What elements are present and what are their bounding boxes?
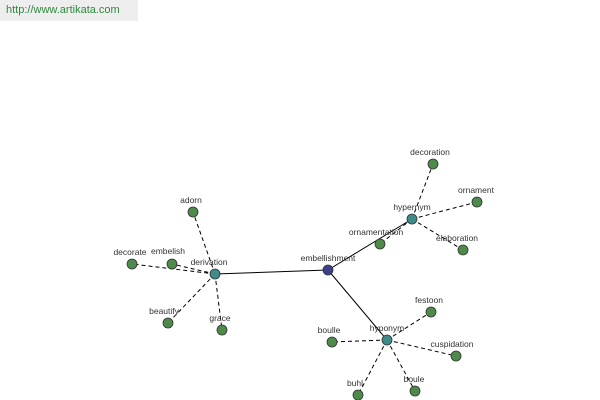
leaf-label-embelish[interactable]: embelish <box>151 246 185 256</box>
leaf-label-boulle[interactable]: boulle <box>318 325 341 335</box>
leaf-node-festoon[interactable] <box>425 306 437 318</box>
leaf-label-festoon[interactable]: festoon <box>415 295 443 305</box>
hub-label-derivation[interactable]: derivation <box>191 257 228 267</box>
hub-node-derivation[interactable] <box>209 268 221 280</box>
edge-hypernym-elaboration <box>411 218 464 251</box>
leaf-node-cuspidation[interactable] <box>450 350 462 362</box>
hub-node-hypernym[interactable] <box>406 213 418 225</box>
leaf-node-boulle[interactable] <box>326 336 338 348</box>
edge-hyponym-buhl <box>357 339 388 396</box>
leaf-label-beautify[interactable]: beautify <box>149 306 180 316</box>
leaf-label-decorate[interactable]: decorate <box>113 247 146 257</box>
leaf-node-embelish[interactable] <box>166 258 178 270</box>
edge-embellishment-hypernym <box>327 218 413 271</box>
hub-node-hyponym[interactable] <box>381 334 393 346</box>
leaf-node-buhl[interactable] <box>352 389 364 400</box>
leaf-label-buhl[interactable]: buhl <box>347 378 363 388</box>
leaf-node-ornamentation[interactable] <box>374 238 386 250</box>
edge-hyponym-cuspidation <box>386 339 457 357</box>
edge-embellishment-derivation <box>214 269 329 275</box>
leaf-label-ornamentation[interactable]: ornamentation <box>349 227 404 237</box>
leaf-label-grace[interactable]: grace <box>209 313 231 323</box>
site-url-banner[interactable]: http://www.artikata.com <box>0 0 138 21</box>
graph-nodes <box>126 158 483 400</box>
leaf-node-grace[interactable] <box>216 324 228 336</box>
leaf-label-elaboration[interactable]: elaboration <box>436 233 478 243</box>
leaf-node-decoration[interactable] <box>427 158 439 170</box>
leaf-node-elaboration[interactable] <box>457 244 469 256</box>
leaf-label-ornament[interactable]: ornament <box>458 185 495 195</box>
edge-hyponym-boule <box>386 339 416 392</box>
hub-label-hypernym[interactable]: hypernym <box>393 202 430 212</box>
graph-edges <box>131 163 478 396</box>
leaf-node-adorn[interactable] <box>187 206 199 218</box>
edge-derivation-adorn <box>192 211 216 275</box>
leaf-label-decoration[interactable]: decoration <box>410 147 450 157</box>
graph-labels: embellishment derivation hypernym hyponym ad… <box>113 147 494 388</box>
leaf-label-boule[interactable]: boule <box>404 374 425 384</box>
edge-embellishment-hyponym <box>327 269 388 341</box>
edge-hyponym-boulle <box>331 339 388 343</box>
site-url-link[interactable]: http://www.artikata.com <box>6 4 120 16</box>
leaf-node-beautify[interactable] <box>162 317 174 329</box>
hub-label-hyponym[interactable]: hyponym <box>370 323 405 333</box>
leaf-label-cuspidation[interactable]: cuspidation <box>430 339 473 349</box>
edge-derivation-grace <box>214 273 223 331</box>
leaf-node-boule[interactable] <box>409 385 421 397</box>
center-label-embellishment[interactable]: embellishment <box>301 253 356 263</box>
edge-hypernym-decoration <box>411 163 434 220</box>
edge-derivation-beautify <box>167 273 216 324</box>
leaf-label-adorn[interactable]: adorn <box>180 195 202 205</box>
leaf-node-ornament[interactable] <box>471 196 483 208</box>
edge-derivation-embelish <box>171 263 216 275</box>
center-node-embellishment[interactable] <box>322 264 334 276</box>
leaf-node-decorate[interactable] <box>126 258 138 270</box>
edge-hyponym-festoon <box>386 311 432 341</box>
